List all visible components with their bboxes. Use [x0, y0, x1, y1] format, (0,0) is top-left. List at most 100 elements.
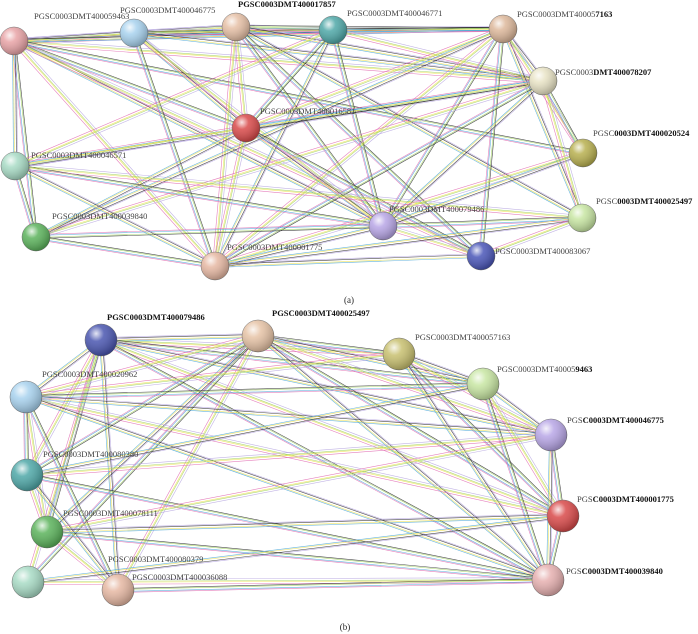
node-label: PGSC0003DMT400001775 — [577, 494, 674, 504]
protein-node-b6[interactable]: PGSC0003DMT400046775 — [534, 415, 664, 452]
edge-b2-b8 — [397, 352, 565, 518]
protein-node-a6[interactable]: PGSC0003DMT400016581 — [231, 106, 355, 143]
node-highlight — [102, 574, 134, 606]
edge-a0-a11 — [11, 40, 38, 238]
node-label: PGSC0003DMT400001775 — [227, 242, 322, 252]
protein-node-b2[interactable]: PGSC0003DMT400057163 — [382, 332, 510, 371]
protein-node-a13[interactable]: PGSC0003DMT400083067 — [466, 241, 590, 271]
edge-b1-b3 — [25, 333, 259, 400]
node-highlight — [529, 67, 557, 95]
protein-node-b5[interactable]: PGSC0003DMT400080380 — [10, 449, 138, 492]
edge-a2-a5 — [235, 24, 544, 83]
edge-b6-b7 — [46, 432, 552, 535]
node-highlight — [12, 566, 44, 598]
edge-b4-b11 — [480, 383, 550, 581]
protein-node-a5[interactable]: PGSC0003DMT400078207 — [528, 66, 652, 96]
protein-node-b7[interactable]: PGSC0003DMT400078111 — [30, 508, 158, 549]
node-label: PGSC0003DMT400016581 — [260, 106, 355, 116]
node-label: PGSC0003DMT400020962 — [42, 369, 137, 379]
edge-b0-b1 — [100, 333, 259, 342]
edge-b5-b6 — [26, 432, 552, 478]
node-highlight — [10, 381, 42, 413]
panel-b-caption: (b) — [340, 622, 351, 632]
panel-b-edges — [23, 333, 566, 593]
edge-a10-a12 — [214, 216, 583, 269]
edge-b2-b3 — [25, 351, 400, 400]
protein-node-b10[interactable]: PGSC0003DMT400036088 — [101, 572, 227, 607]
edge-a9-a13 — [382, 223, 482, 259]
edge-a6-a11 — [35, 126, 248, 240]
edge-a7-a9 — [14, 164, 384, 229]
node-highlight — [0, 27, 28, 55]
protein-node-a0[interactable]: PGSC0003DMT400059463 — [0, 11, 129, 56]
node-label: PGSC0003DMT400078207 — [555, 67, 652, 77]
edge-a6-a7 — [14, 125, 247, 169]
edge-a4-a9 — [380, 27, 505, 227]
panel-b-nodes: PGSC0003DMT400079486 PGSC0003DMT400025497… — [9, 308, 674, 607]
node-highlight — [120, 19, 148, 47]
edge-a4-a10 — [501, 27, 585, 219]
edge-b0-b10 — [99, 339, 121, 591]
node-label: PGSC0003DMT400039840 — [52, 211, 147, 221]
edge-a9-a11 — [35, 223, 384, 239]
node-label: PGSC0003DMT400017857 — [238, 0, 337, 9]
edge-b3-b6 — [25, 394, 552, 437]
protein-node-a1[interactable]: PGSC0003DMT400046775 — [119, 5, 215, 48]
node-label: PGSC0003DMT400083067 — [495, 246, 590, 256]
node-highlight — [467, 242, 495, 270]
protein-node-a7[interactable]: PGSC0003DMT400046571 — [0, 150, 126, 181]
protein-node-b0[interactable]: PGSC0003DMT400079486 — [84, 312, 205, 357]
edge-a3-a6 — [243, 28, 335, 130]
edge-a0-a7 — [12, 40, 18, 167]
edge-b3-b10 — [23, 396, 120, 592]
edge-a11-a12 — [35, 235, 216, 269]
node-highlight — [467, 368, 499, 400]
edge-b8-b9 — [27, 514, 564, 585]
edge-b7-b11 — [46, 530, 549, 583]
node-highlight — [1, 152, 29, 180]
protein-node-a4[interactable]: PGSC0003DMT400057163 — [488, 9, 612, 44]
protein-node-a8[interactable]: PGSC0003DMT400020524 — [568, 128, 690, 168]
protein-node-b3[interactable]: PGSC0003DMT400020962 — [9, 369, 137, 414]
edge-a5-a7 — [14, 79, 544, 169]
edge-a6-a13 — [244, 126, 482, 259]
node-label: PGSC0003DMT400059463 — [34, 11, 129, 21]
node-label: PGSC0003DMT400080379 — [108, 554, 203, 564]
node-highlight — [535, 419, 567, 451]
protein-node-a10[interactable]: PGSC0003DMT400025497 — [567, 196, 693, 233]
node-highlight — [532, 564, 564, 596]
protein-node-a2[interactable]: PGSC0003DMT400017857 — [221, 0, 337, 42]
node-highlight — [85, 324, 117, 356]
node-label: PGSC0003DMT400046775 — [120, 5, 215, 15]
protein-node-a12[interactable]: PGSC0003DMT400001775 — [200, 242, 322, 281]
node-highlight — [383, 338, 415, 370]
protein-node-a9[interactable]: PGSC0003DMT400079486 — [368, 204, 484, 241]
edge-b1-b7 — [45, 334, 260, 535]
node-label: PGSC0003DMT400025497 — [596, 196, 693, 206]
node-highlight — [568, 204, 596, 232]
edge-a3-a7 — [13, 27, 335, 169]
panel-a-caption: (a) — [344, 295, 354, 305]
node-label: PGSC0003DMT400046775 — [567, 415, 664, 425]
edge-a7-a10 — [14, 163, 583, 221]
protein-node-b8[interactable]: PGSC0003DMT400001775 — [546, 494, 674, 533]
edge-a6-a12 — [212, 127, 249, 267]
protein-node-b1[interactable]: PGSC0003DMT400025497 — [241, 308, 371, 353]
node-label: PGSC0003DMT400080380 — [43, 449, 138, 459]
protein-node-a11[interactable]: PGSC0003DMT400039840 — [21, 211, 147, 252]
edge-a6-a9 — [244, 125, 385, 228]
edge-a5-a6 — [245, 78, 544, 130]
edge-a4-a11 — [35, 27, 505, 240]
edge-a2-a12 — [212, 26, 239, 267]
protein-node-b4[interactable]: PGSC0003DMT400059463 — [466, 364, 592, 401]
node-highlight — [222, 13, 250, 41]
edge-b2-b11 — [397, 352, 551, 581]
node-label: PGSC0003DMT400078111 — [63, 508, 158, 518]
edge-b3-b4 — [25, 382, 484, 400]
edge-a4-a6 — [244, 26, 505, 131]
edge-b10-b11 — [117, 578, 549, 593]
protein-node-b11[interactable]: PGSC0003DMT400039840 — [531, 563, 663, 597]
node-label: PGSC0003DMT400079486 — [107, 312, 205, 322]
protein-node-a3[interactable]: PGSC0003DMT400046771 — [318, 8, 442, 45]
protein-node-b9[interactable]: PGSC0003DMT400080379 — [11, 554, 203, 599]
